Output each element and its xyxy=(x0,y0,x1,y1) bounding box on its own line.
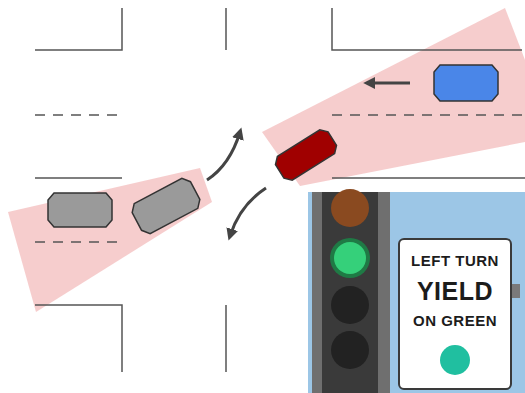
dark-light xyxy=(331,286,369,324)
curb-line xyxy=(35,8,122,50)
view-cone xyxy=(8,168,212,312)
road-lines xyxy=(35,8,525,372)
green-light-glow xyxy=(334,242,366,274)
motion-arrow xyxy=(368,82,410,85)
green-ball-symbol xyxy=(440,345,470,375)
gray-car xyxy=(129,175,203,236)
dark-light xyxy=(331,331,369,369)
green-light xyxy=(330,238,370,278)
sign-text: LEFT TURN xyxy=(411,252,499,270)
red-car xyxy=(272,127,339,184)
lane-divider xyxy=(35,241,122,243)
curb-line xyxy=(332,8,522,50)
motion-arrow xyxy=(207,132,240,180)
sign-text: ON GREEN xyxy=(413,312,497,330)
motion-arrow xyxy=(230,188,266,236)
lane-line xyxy=(225,305,227,372)
lane-divider xyxy=(35,114,122,116)
sign-text: YIELD xyxy=(417,276,493,306)
view-cone xyxy=(262,8,525,186)
yield-sign: LEFT TURN YIELD ON GREEN xyxy=(398,238,512,390)
center-line xyxy=(332,177,525,179)
amber-light xyxy=(331,189,369,227)
blue-car xyxy=(434,65,498,101)
lane-line xyxy=(225,8,227,50)
lane-divider xyxy=(332,114,525,116)
center-line xyxy=(35,177,122,179)
gray-car xyxy=(48,193,112,227)
curb-line xyxy=(35,305,122,372)
